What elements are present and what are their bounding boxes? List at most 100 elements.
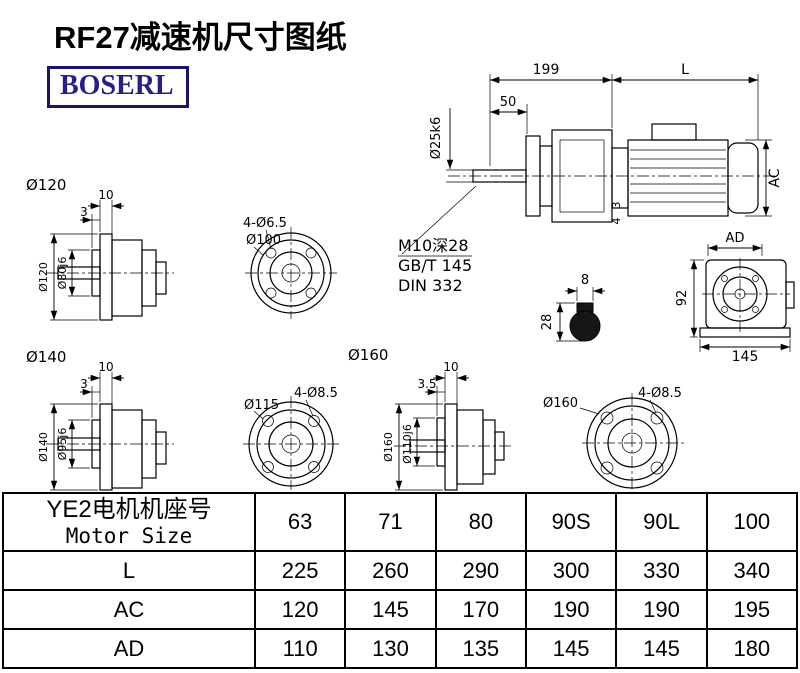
flange-view-115: 4-Ø8.5 Ø115 (243, 386, 339, 490)
dim-3-small: 3 (610, 202, 623, 209)
dim-length-l: L (681, 62, 689, 78)
shaft-key-section: 8 28 (540, 273, 605, 342)
value-cell: 190 (615, 589, 708, 630)
flange115-bolt-hole (262, 415, 274, 427)
value-cell: 145 (344, 589, 437, 630)
flange115-dia: Ø115 (244, 398, 279, 413)
value-cell: 170 (434, 589, 527, 630)
flange100-bolt-hole (265, 247, 277, 259)
flange100-bolt-hole (305, 247, 317, 259)
view140-spigot-dia: Ø95j6 (56, 428, 69, 461)
view140-dim-10: 10 (98, 360, 113, 374)
value-cell: 190 (524, 589, 618, 630)
view140-dimension-lines (50, 372, 124, 491)
flange160-bolt-hole (600, 461, 614, 475)
flange100-ring (257, 239, 325, 307)
view160-housing-cap (494, 431, 505, 461)
dim-shaft-diameter: Ø25k6 (429, 117, 444, 160)
dim-199: 199 (533, 62, 560, 78)
rear-base (699, 327, 791, 338)
flange115-bolt-hole (308, 461, 320, 473)
technical-drawing-canvas: 199 L 50 Ø25k6 AC 3 4 M10深28 GB/T 145 DI… (26, 62, 795, 491)
key-section-dimension-lines (556, 287, 605, 342)
shaft-section (569, 310, 601, 342)
row-label-ad: AD (2, 628, 256, 669)
flange115-bore (281, 434, 301, 454)
view120-dim-3: 3 (80, 205, 88, 219)
rear-view-dimension-lines (690, 244, 791, 352)
dim-145: 145 (732, 349, 759, 365)
page-title: RF27减速机尺寸图纸 (54, 20, 347, 55)
value-cell: 290 (434, 550, 527, 591)
view120-housing-step (141, 249, 157, 307)
view160-flange-dia: Ø160 (382, 432, 395, 462)
output-view-160: Ø160 10 3.5 Ø160 Ø110j6 (348, 346, 512, 491)
tap-hole-note: M10深28 (398, 236, 469, 255)
flange115-bolt-hole (262, 461, 274, 473)
output-view-120: Ø120 10 3 Ø120 Ø80j6 (26, 176, 174, 321)
size-column-header: 90L (615, 492, 708, 552)
flange115-holes-leader (305, 399, 314, 417)
rear-bolt-hole (752, 275, 759, 282)
view160-housing (456, 409, 484, 485)
row-label-ac: AC (2, 589, 256, 630)
value-cell: 135 (434, 628, 527, 669)
flange160-ring (594, 405, 670, 481)
flange160-bolt-hole (600, 411, 614, 425)
flange100-spigot (269, 251, 313, 295)
dim-key-height-28: 28 (540, 314, 555, 331)
flange100-bore (281, 263, 301, 283)
flange115-outer (248, 401, 334, 487)
dim-50: 50 (500, 95, 517, 110)
size-column-header: 90S (524, 492, 618, 552)
flange100-bolt-hole (305, 287, 317, 299)
flange-view-160: 4-Ø8.5 Ø160 (543, 386, 684, 491)
flange115-bolt-hole (308, 415, 320, 427)
gb-standard-note: GB/T 145 (398, 256, 472, 275)
flange100-holes-leader (265, 229, 272, 250)
value-cell: 340 (705, 550, 799, 591)
flange-view-100: 4-Ø6.5 Ø100 (243, 216, 337, 319)
dim-key-width-8: 8 (581, 273, 589, 288)
view160-dim-3-5: 3.5 (417, 377, 436, 391)
view140-housing (111, 409, 143, 489)
value-cell: 180 (705, 628, 799, 669)
flange115-holes: 4-Ø8.5 (294, 386, 338, 401)
view160-housing-step (482, 419, 496, 475)
rear-bolt-hole (721, 306, 728, 313)
view140-title: Ø140 (26, 348, 66, 366)
view160-flange (444, 403, 458, 491)
flange160-bolt-hole (650, 461, 664, 475)
view160-dimension-lines (395, 372, 469, 491)
motor-body (627, 139, 729, 217)
size-column-header: 80 (434, 492, 527, 552)
flange100-dia: Ø100 (246, 233, 281, 248)
view120-housing-cap (155, 261, 167, 295)
value-cell: 130 (344, 628, 437, 669)
flange115-dia-leader (253, 410, 264, 420)
brand-logo: BOSERL (47, 66, 189, 108)
dim-ac: AC (767, 168, 783, 187)
view160-spigot (436, 417, 446, 467)
flange160-bolt-hole (650, 411, 664, 425)
main-assembly-dimension-lines (398, 74, 772, 257)
value-cell: 145 (615, 628, 708, 669)
motor-adapter (611, 147, 629, 209)
rear-view-ad: AD 92 145 (675, 231, 795, 365)
flange160-outer (586, 397, 678, 489)
flange115-spigot (268, 421, 314, 467)
size-column-header: 63 (253, 492, 347, 552)
flange160-dia-leader (579, 407, 600, 415)
value-cell: 145 (524, 628, 618, 669)
motor-size-table: YE2电机机座号 Motor Size 63 71 80 90S 90L 100… (2, 492, 799, 669)
view120-spigot-dia: Ø80j6 (56, 257, 69, 290)
flange160-bore (621, 432, 643, 454)
value-cell: 225 (253, 550, 347, 591)
motor-size-header-cell: YE2电机机座号 Motor Size (2, 492, 256, 552)
value-cell: 330 (615, 550, 708, 591)
flange100-outer (250, 232, 332, 314)
gear-housing-inner (559, 139, 605, 213)
table-header-row: YE2电机机座号 Motor Size 63 71 80 90S 90L 100 (2, 492, 799, 552)
dim-4-small: 4 (610, 218, 623, 225)
size-column-header: 100 (705, 492, 799, 552)
